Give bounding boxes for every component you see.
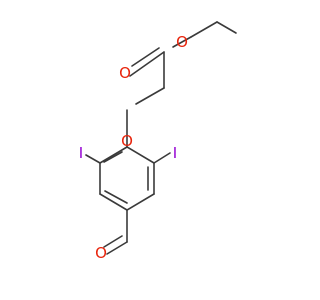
bond-ester-o-carbonyl-c: [172, 36, 192, 48]
bond-aldehyde-co-b: [103, 235, 123, 248]
bond-carbonyl-double-b: [131, 47, 160, 67]
bond-ring-6: [126, 146, 155, 164]
bond-aldehyde-co-a: [106, 241, 128, 255]
atom-ester-ether-oxygen: O: [176, 33, 188, 51]
atom-ester-carbonyl-oxygen: O: [119, 64, 131, 82]
bond-ring-1: [99, 146, 128, 164]
bond-ring-iodine-right: [153, 152, 171, 164]
bond-ring-3: [99, 193, 128, 211]
bond-methyl-methylene: [190, 21, 218, 38]
bond-carbonyl-double-a: [129, 51, 165, 77]
bond-ring-iodine-left: [85, 154, 101, 164]
bond-ch2-phenoxy-o: [135, 87, 165, 105]
bond-ring-4: [126, 193, 155, 211]
bond-ring-3-inner: [104, 190, 128, 204]
bond-methylene-ester-o: [216, 21, 237, 34]
atom-aldehyde-oxygen: O: [95, 244, 107, 262]
molecule-structure: O O O I I O: [79, 21, 237, 262]
atom-phenoxy-oxygen: O: [121, 132, 133, 150]
bond-ring-1-inner: [103, 151, 123, 163]
atom-iodine-right: I: [173, 144, 177, 162]
atom-iodine-left: I: [79, 144, 83, 162]
